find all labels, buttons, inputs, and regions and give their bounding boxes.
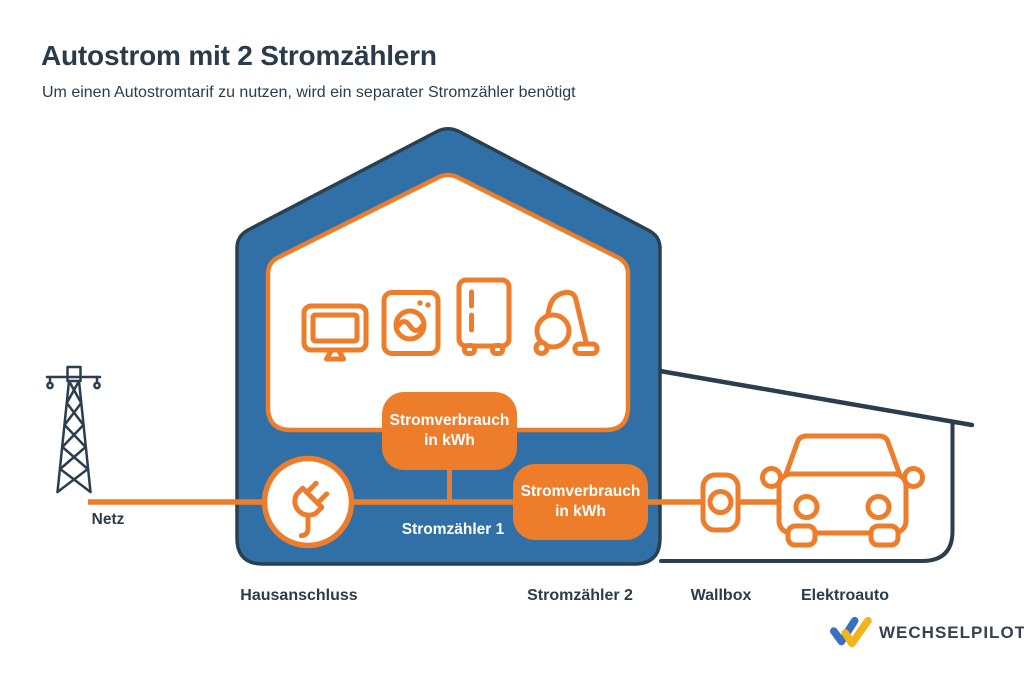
label-elektroauto: Elektroauto — [800, 587, 889, 604]
brand-logo-text: WECHSELPILOT — [879, 623, 1024, 642]
washing-machine-icon — [381, 290, 441, 356]
brand-logo: WECHSELPILOT — [826, 615, 1024, 651]
double-check-icon — [830, 616, 872, 648]
meter1-consumption-box: Stromverbrauch in kWh — [382, 392, 517, 470]
label-wallbox: Wallbox — [690, 587, 752, 604]
garage-shape — [657, 368, 975, 563]
vacuum-cleaner-icon — [533, 289, 600, 356]
wallbox-icon — [700, 472, 741, 533]
meter1-box-line2: in kWh — [424, 432, 475, 449]
meter1-box-line1: Stromverbrauch — [389, 411, 510, 429]
plug-icon — [261, 455, 355, 549]
label-stromzaehler-1: Stromzähler 1 — [401, 521, 505, 538]
meter2-box-line1: Stromverbrauch — [520, 482, 641, 500]
electric-car-icon — [760, 433, 925, 548]
house-interior-shape — [265, 172, 631, 433]
label-stromzaehler-2: Stromzähler 2 — [527, 587, 633, 604]
label-hausanschluss: Hausanschluss — [240, 587, 358, 604]
meter2-box-line2: in kWh — [555, 503, 606, 520]
power-line — [88, 465, 780, 505]
power-tower-icon — [45, 365, 102, 494]
fridge-icon — [456, 277, 512, 356]
label-netz: Netz — [91, 511, 125, 528]
page-title: Autostrom mit 2 Stromzählern — [41, 40, 437, 71]
page-subtitle: Um einen Autostromtarif zu nutzen, wird … — [42, 84, 576, 101]
meter2-consumption-box: Stromverbrauch in kWh — [513, 464, 648, 540]
tv-icon — [301, 303, 369, 362]
